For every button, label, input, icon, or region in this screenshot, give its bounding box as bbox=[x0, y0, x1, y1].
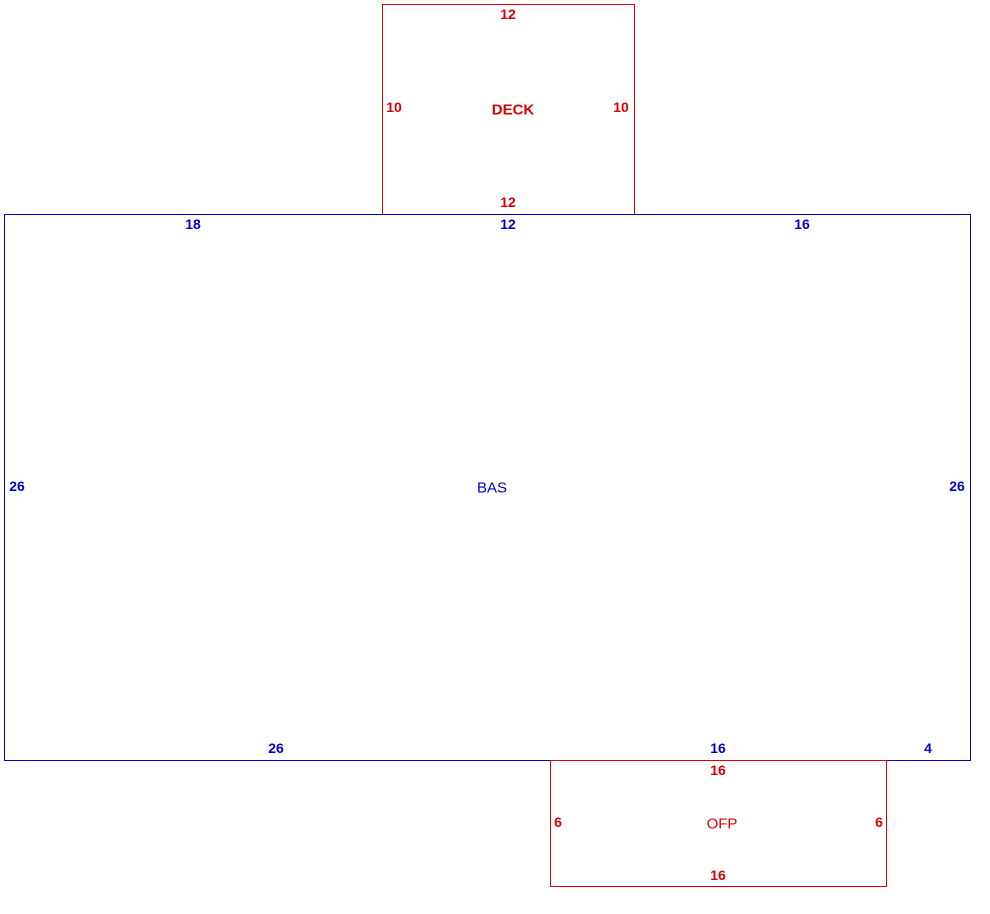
ofp-right-dimension: 6 bbox=[875, 814, 883, 830]
deck-left-dimension: 10 bbox=[386, 99, 402, 115]
bas-bottom-right-dimension: 4 bbox=[924, 740, 932, 756]
bas-top-mid-dimension: 12 bbox=[500, 216, 516, 232]
bas-top-left-dimension: 18 bbox=[185, 216, 201, 232]
deck-area-label: DECK bbox=[491, 101, 535, 119]
bas-bottom-left-dimension: 26 bbox=[268, 740, 284, 756]
ofp-bottom-dimension: 16 bbox=[710, 867, 726, 883]
ofp-outline bbox=[550, 760, 887, 887]
bas-outline bbox=[4, 214, 971, 761]
bas-bottom-mid-dimension: 16 bbox=[710, 740, 726, 756]
ofp-left-dimension: 6 bbox=[554, 814, 562, 830]
bas-area-label: BAS bbox=[476, 479, 508, 497]
bas-right-dimension: 26 bbox=[949, 478, 965, 494]
bas-top-right-dimension: 16 bbox=[794, 216, 810, 232]
ofp-area-label: OFP bbox=[706, 815, 738, 833]
ofp-top-dimension: 16 bbox=[710, 762, 726, 778]
deck-bottom-dimension: 12 bbox=[500, 194, 516, 210]
deck-top-dimension: 12 bbox=[500, 6, 516, 22]
deck-right-dimension: 10 bbox=[613, 99, 629, 115]
bas-left-dimension: 26 bbox=[9, 478, 25, 494]
